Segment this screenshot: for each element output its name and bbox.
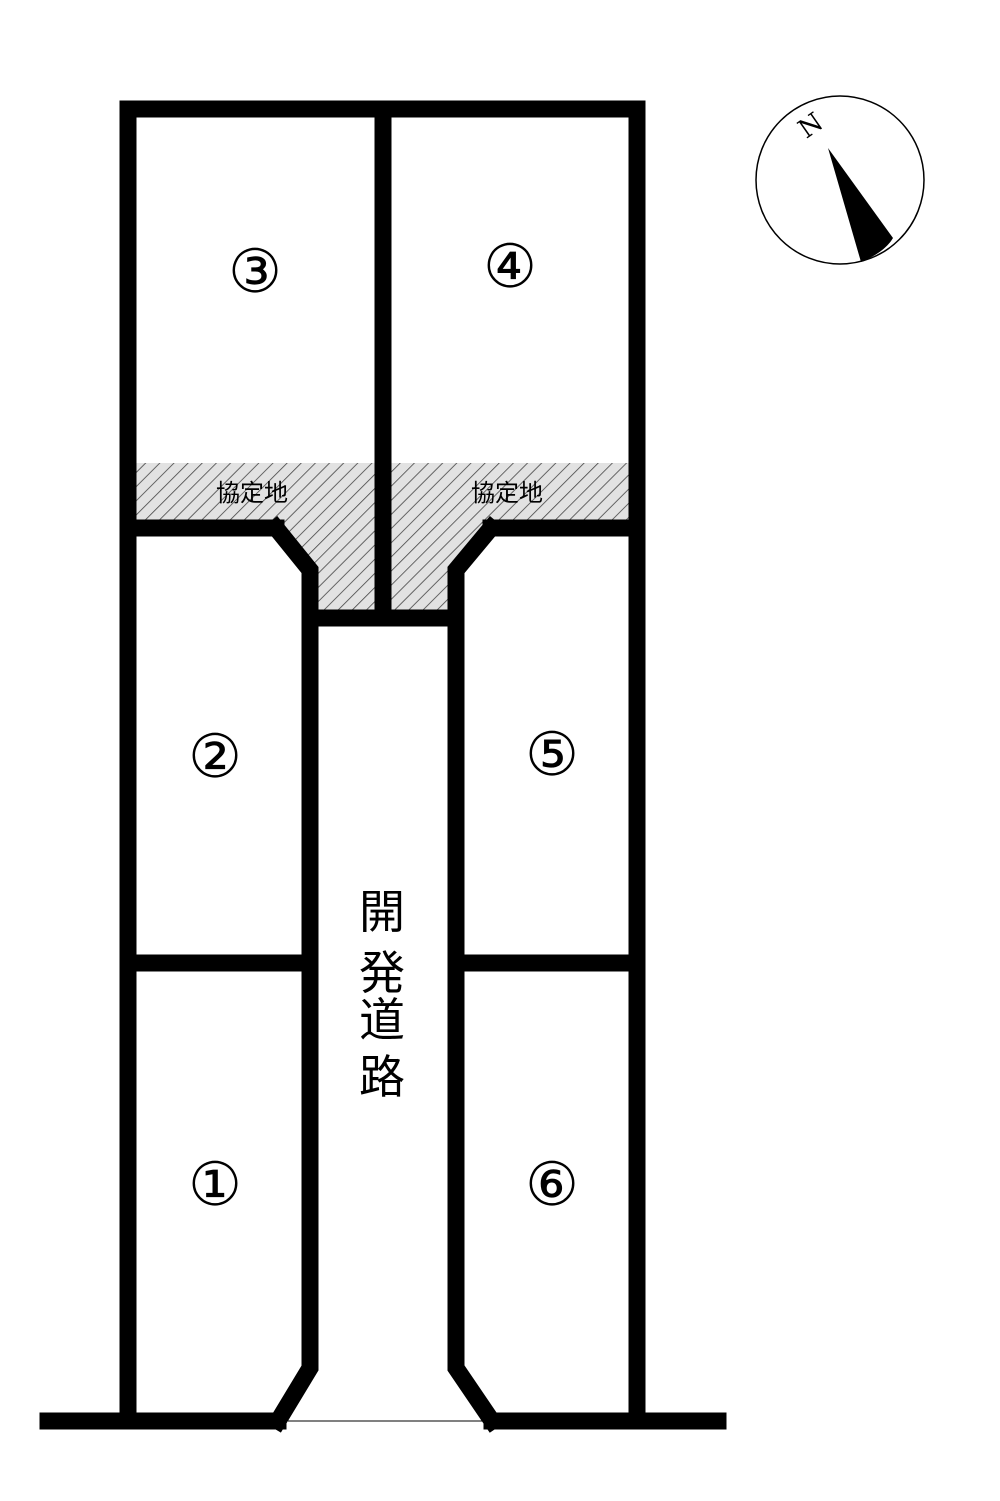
lot-6-label: ⑥ [525,1150,579,1220]
road-east-edge [447,516,504,1433]
road-label: 開 発 道 路 [359,885,405,1104]
agreed-land-left-label: 協定地 [216,479,288,507]
lot-labels: ③ ④ ② ⑤ ① ⑥ [188,232,579,1220]
road-label-char: 発 [359,946,405,1000]
road-label-char: 開 [359,885,405,939]
lot-5-label: ⑤ [525,720,579,790]
agreed-land-right [383,463,637,615]
road-west-edge [264,516,319,1433]
lot-2-label: ② [188,722,242,792]
agreed-land-right-label: 協定地 [471,479,543,507]
lot-3-label: ③ [228,237,282,307]
compass: N [755,95,925,265]
road-label-char: 路 [359,1050,405,1104]
lot-4-label: ④ [483,232,537,302]
road-label-char: 道 [359,993,405,1047]
north-arrow-icon [828,148,893,262]
lot-1-label: ① [188,1150,242,1220]
lot-boundaries [39,100,727,1433]
